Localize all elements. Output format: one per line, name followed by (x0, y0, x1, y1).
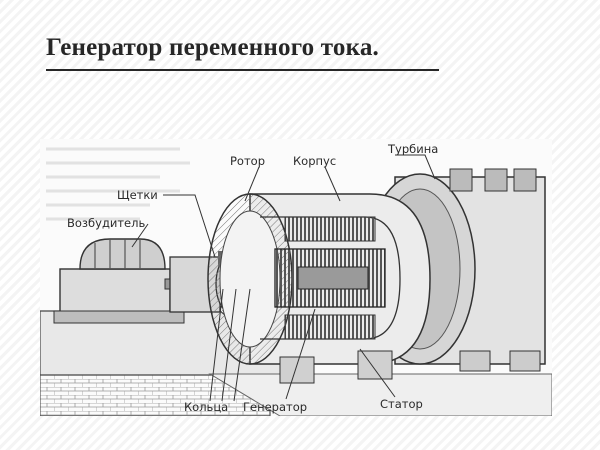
generator-housing (207, 193, 431, 384)
slide-title: Генератор переменного тока. (46, 34, 379, 61)
label-rotor: Ротор (230, 154, 265, 168)
label-turbine: Турбина (387, 142, 438, 156)
leader-lines (131, 154, 436, 402)
faint-background-text (46, 147, 190, 221)
title-underline (46, 69, 439, 71)
label-generator: Генератор (243, 400, 307, 414)
exciter-machine (53, 238, 185, 324)
label-rings: Кольца (184, 400, 228, 414)
label-housing: Корпус (293, 154, 336, 168)
label-stator: Статор (380, 397, 423, 411)
generator-diagram: Ротор Корпус Турбина Щетки Возбудитель К… (40, 139, 552, 416)
stator-core (284, 216, 376, 242)
label-exciter: Возбудитель (67, 216, 145, 230)
label-brushes: Щетки (117, 188, 158, 202)
